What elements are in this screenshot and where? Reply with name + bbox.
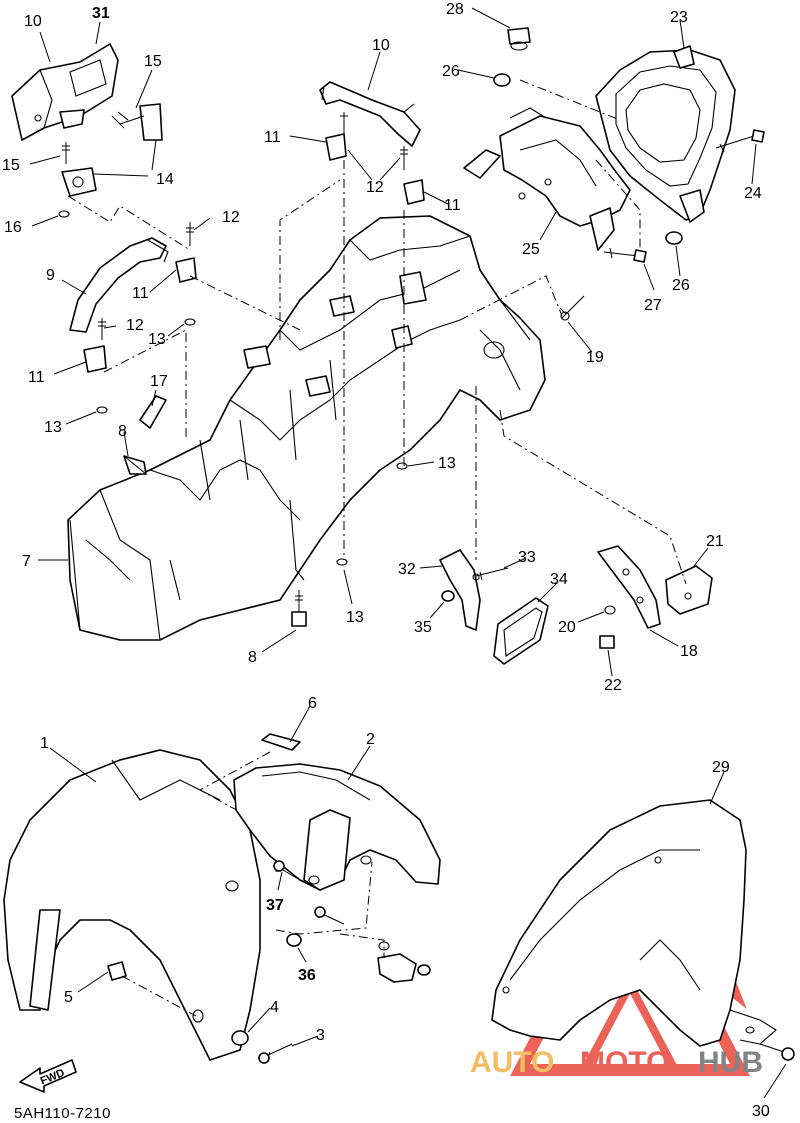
callout-2: 2 (366, 731, 375, 748)
callout-22: 22 (604, 677, 622, 694)
callout-30: 30 (752, 1103, 770, 1120)
part-23-housing (595, 45, 736, 223)
callout-25: 25 (522, 241, 540, 258)
callout-28: 28 (446, 1, 464, 18)
part-1-front-fender (3, 749, 261, 1061)
callout-15: 15 (144, 53, 162, 70)
part-3-bolt (258, 1043, 293, 1064)
part-29-rear-hugger (491, 799, 777, 1047)
callout-13: 13 (44, 419, 62, 436)
part-25-bracket (463, 107, 631, 251)
callout-12: 12 (222, 209, 240, 226)
callout-10: 10 (24, 13, 42, 30)
part-37-bolt (273, 860, 301, 881)
callout-24: 24 (744, 185, 762, 202)
part-36-collar (286, 906, 345, 947)
callout-32: 32 (398, 561, 416, 578)
callout-12: 12 (366, 179, 384, 196)
callout-4: 4 (270, 999, 279, 1016)
callout-8: 8 (248, 649, 257, 666)
callout-19: 19 (586, 349, 604, 366)
part-12-bolts (98, 112, 408, 340)
part-9-grab-bar (69, 237, 169, 333)
callout-33: 33 (518, 549, 536, 566)
part-4-collar (231, 1030, 249, 1046)
callout-29: 29 (712, 759, 730, 776)
callout-16: 16 (4, 219, 22, 236)
watermark-hub-text: HUB (698, 1046, 763, 1079)
front-fender-clip (377, 941, 431, 983)
callout-17: 17 (150, 373, 168, 390)
callout-5: 5 (64, 989, 73, 1006)
part-22-nut (599, 635, 615, 649)
callout-13: 13 (346, 609, 364, 626)
part-18-bracket (597, 545, 661, 629)
callout-11: 11 (132, 285, 149, 302)
part-30-bolt (759, 1043, 795, 1061)
part-35-nut (441, 590, 455, 602)
callout-34: 34 (550, 571, 568, 588)
callout-27: 27 (644, 297, 662, 314)
part-31-cover (11, 43, 119, 141)
watermark-moto-text: MOTO (580, 1046, 669, 1079)
callout-11: 11 (444, 197, 461, 214)
part-28-grommet (507, 27, 531, 51)
callout-12: 12 (126, 317, 144, 334)
callout-13: 13 (438, 455, 456, 472)
callout-36: 36 (298, 967, 316, 984)
callout-37: 37 (266, 897, 284, 914)
callout-20: 20 (558, 619, 576, 636)
part-20-washer (604, 605, 616, 615)
callout-10: 10 (372, 37, 390, 54)
part-19-clip (559, 295, 585, 321)
part-8-bolts (123, 455, 307, 627)
part-17-plate (139, 395, 167, 429)
watermark-auto-text: AUTO (470, 1046, 554, 1079)
callout-26: 26 (442, 63, 460, 80)
fwd-label: FWD (39, 1067, 67, 1088)
part-10-bracket (319, 81, 421, 147)
leader-lines (29, 7, 787, 1099)
part-13-washers (96, 318, 408, 566)
part-26-grommets (493, 73, 683, 245)
callout-3: 3 (316, 1027, 325, 1044)
fwd-arrow-icon: FWD (19, 1059, 77, 1093)
callout-15: 15 (2, 157, 20, 174)
callout-23: 23 (670, 9, 688, 26)
callout-31: 31 (92, 5, 110, 22)
callout-8: 8 (118, 423, 127, 440)
part-21-pad (665, 565, 713, 615)
callout-7: 7 (22, 553, 31, 570)
callout-26: 26 (672, 277, 690, 294)
callout-21: 21 (706, 533, 724, 550)
callout-11: 11 (28, 369, 45, 386)
part-32-bracket (439, 549, 481, 631)
part-2-front-fender-rear (233, 763, 441, 891)
callout-13: 13 (148, 331, 166, 348)
part-34-reflector (493, 597, 549, 665)
callout-6: 6 (308, 695, 317, 712)
part-24-screw (715, 129, 765, 153)
callout-35: 35 (414, 619, 432, 636)
part-6-tag (261, 733, 301, 751)
part-33-bolt (472, 567, 509, 581)
callout-11: 11 (264, 129, 281, 146)
callout-18: 18 (680, 643, 698, 660)
part-27-screw (603, 247, 647, 263)
callout-9: 9 (46, 267, 55, 284)
part-7-rear-fender-tray (67, 215, 546, 641)
callout-numbers: 10 31 15 15 14 16 12 9 11 12 13 11 17 13… (2, 1, 770, 1120)
assembly-lines-upper (67, 79, 687, 585)
part-14-bracket (58, 103, 163, 218)
diagram-code: 5AH110-7210 (14, 1105, 111, 1122)
callout-14: 14 (156, 171, 174, 188)
callout-1: 1 (40, 735, 49, 752)
